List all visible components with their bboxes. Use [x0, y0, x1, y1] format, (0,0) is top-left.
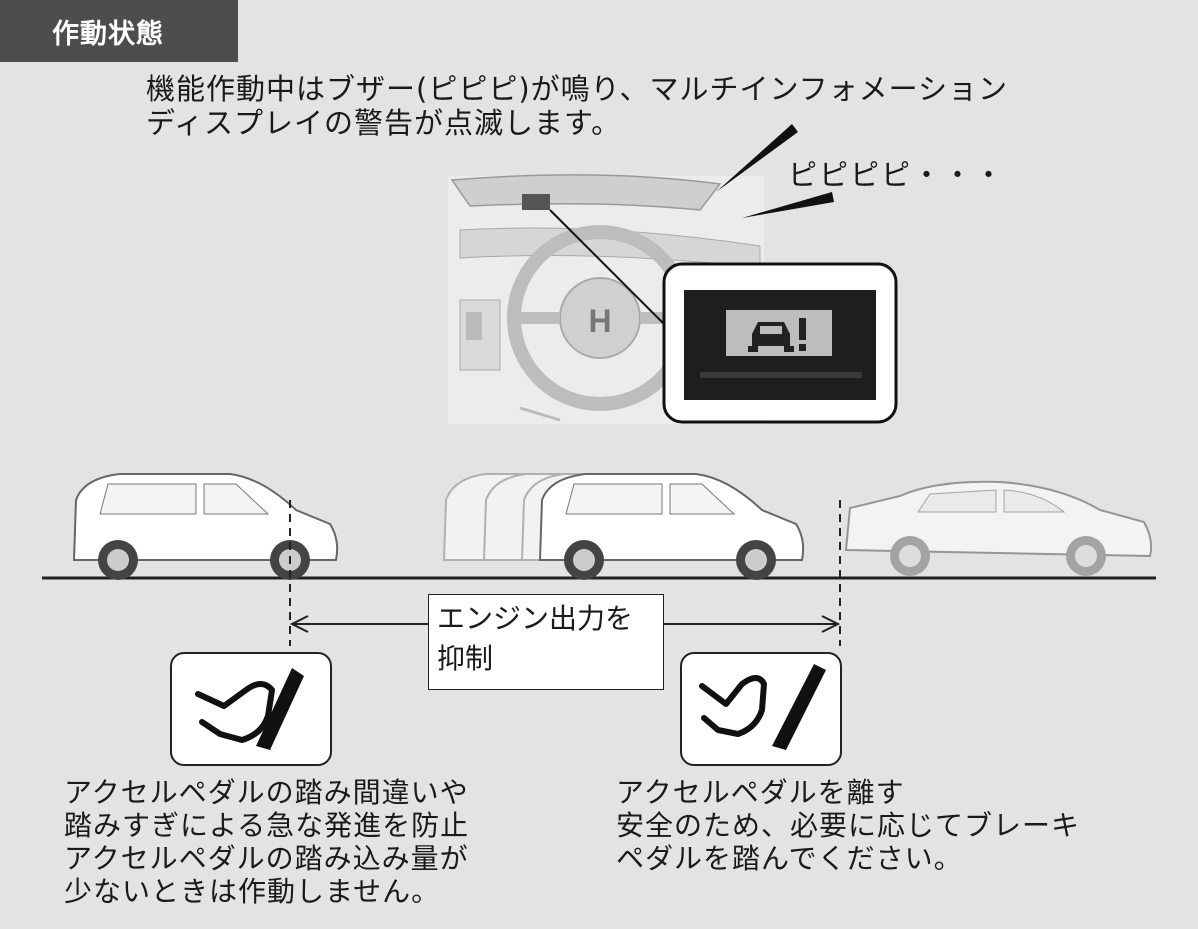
left-caption: アクセルペダルの踏み間違いや 踏みすぎによる急な発進を防止 アクセルペダルの踏み… [64, 776, 469, 908]
engine-suppression-label: エンジン出力を 抑制 [428, 594, 664, 690]
right-caption-line-3: ペダルを踏んでください。 [616, 842, 963, 875]
own-car-start [72, 473, 339, 580]
buzzer-sound-lines [716, 124, 834, 218]
obstacle-car [844, 480, 1153, 576]
left-caption-line-2: 踏みすぎによる急な発進を防止 [64, 809, 470, 842]
pedal-pressed-card [170, 652, 332, 766]
section-title: 作動状態 [52, 18, 164, 50]
intro-text: 機能作動中はブザー(ピピピ)が鳴り、マルチインフォメーション ディスプレイの警告… [146, 72, 1106, 140]
engine-label-line-1: エンジン出力を [437, 602, 634, 635]
pedal-released-card [680, 652, 842, 766]
foot-releasing-pedal-icon [699, 664, 826, 750]
buzzer-sound-text: ピピピピ・・・ [788, 158, 1006, 192]
right-caption-line-2: 安全のため、必要に応じてブレーキ [616, 809, 1081, 842]
svg-text:H: H [588, 303, 611, 339]
left-caption-line-1: アクセルペダルの踏み間違いや [64, 776, 469, 809]
right-caption: アクセルペダルを離す 安全のため、必要に応じてブレーキ ペダルを踏んでください。 [616, 776, 1080, 875]
intro-line-1: 機能作動中はブザー(ピピピ)が鳴り、マルチインフォメーション [146, 72, 1009, 106]
left-caption-line-3: アクセルペダルの踏み込み量が [64, 842, 469, 875]
left-caption-line-4: 少ないときは作動しません。 [64, 875, 441, 908]
car-exclamation-icon [748, 318, 806, 352]
engine-label-line-2: 抑制 [437, 642, 494, 675]
foot-pressing-pedal-icon [195, 668, 304, 750]
section-header: 作動状態 [0, 0, 238, 62]
own-car-moving [538, 473, 805, 580]
right-caption-line-1: アクセルペダルを離す [616, 776, 905, 809]
intro-line-2: ディスプレイの警告が点滅します。 [146, 106, 622, 140]
